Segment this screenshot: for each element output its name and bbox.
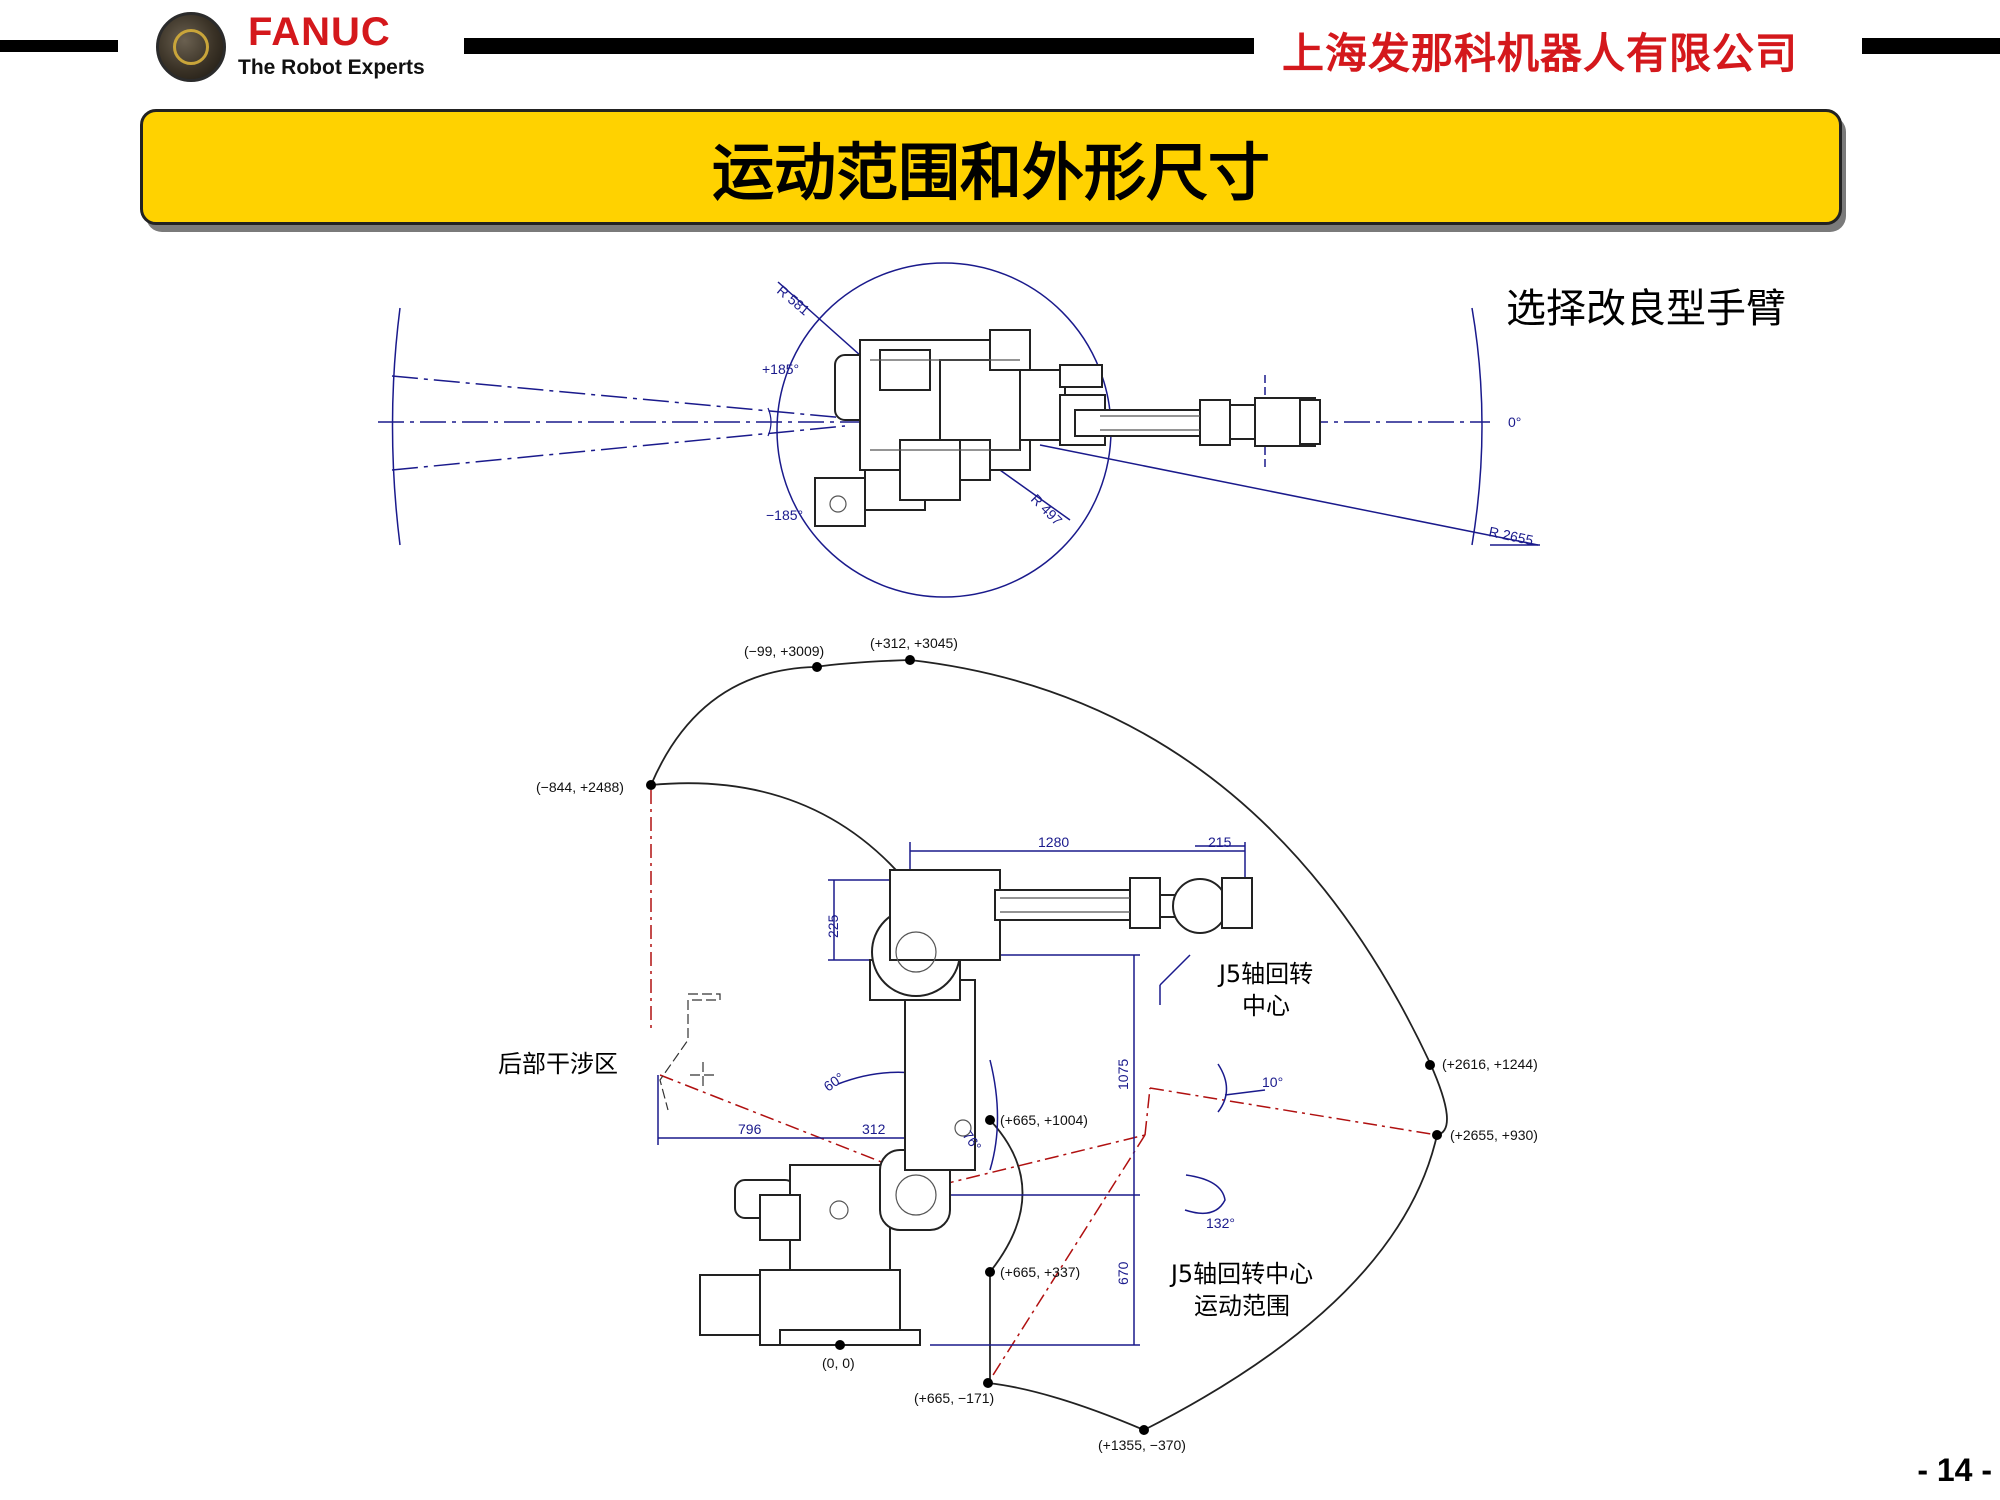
- dim-225: 225: [825, 914, 841, 938]
- header-rule-left: [0, 40, 118, 52]
- coordinate-labels: (−99, +3009) (+312, +3045) (−844, +2488)…: [536, 635, 1538, 1453]
- dim-1280: 1280: [1038, 834, 1069, 850]
- coord-label-p6: (+665, +1004): [1000, 1112, 1088, 1128]
- point-marker: [835, 1340, 845, 1350]
- point-marker: [983, 1378, 993, 1388]
- coord-label-p8: (0, 0): [822, 1355, 855, 1371]
- rear-interference-label-text: 后部干涉区: [498, 1050, 618, 1078]
- dim-215: 215: [1208, 834, 1232, 850]
- angle-10: 10°: [1262, 1074, 1283, 1090]
- top-view-robot-icon: [814, 329, 1321, 527]
- rear-interference-label: 后部干涉区: [498, 1048, 638, 1080]
- arm-option-label: 选择改良型手臂: [1506, 286, 1786, 332]
- coord-label-p3: (−844, +2488): [536, 779, 624, 795]
- dim-670: 670: [1115, 1261, 1131, 1285]
- coord-label-p4: (+2616, +1244): [1442, 1056, 1538, 1072]
- point-marker: [905, 655, 915, 665]
- point-marker: [1432, 1130, 1442, 1140]
- point-marker: [812, 662, 822, 672]
- point-marker: [1425, 1060, 1435, 1070]
- dim-1075: 1075: [1115, 1059, 1131, 1090]
- j5-range-label-line2: 运动范围: [1194, 1292, 1290, 1320]
- top-view-angle-pos: +185°: [762, 361, 799, 377]
- dimension-lines: [657, 842, 1266, 1346]
- j5-center-label-line2: 中心: [1242, 992, 1290, 1020]
- header-rule-middle: [464, 38, 1254, 54]
- j5-range-label: J5轴回转中心 运动范围: [1162, 1258, 1322, 1322]
- dimension-labels: 1280 215 225 1075 670 796 312 60° 76° 10…: [738, 834, 1283, 1285]
- dim-796: 796: [738, 1121, 762, 1137]
- angle-60: 60°: [821, 1069, 848, 1094]
- rear-interference-zone: [659, 993, 721, 1111]
- company-name: 上海发那科机器人有限公司: [1282, 29, 1799, 78]
- brand-tagline: The Robot Experts: [238, 56, 425, 79]
- angle-132: 132°: [1206, 1215, 1235, 1231]
- point-marker: [646, 780, 656, 790]
- dim-312: 312: [862, 1121, 886, 1137]
- page-title: 运动范围和外形尺寸: [711, 136, 1270, 209]
- coord-label-p9: (+665, −171): [914, 1390, 994, 1406]
- page-number: - 14 -: [1917, 1452, 1992, 1488]
- coord-label-p2: (+312, +3045): [870, 635, 958, 651]
- header-rule-right: [1862, 38, 2000, 54]
- coordinate-points: [646, 655, 1442, 1435]
- point-marker: [1139, 1425, 1149, 1435]
- brand-name: FANUC: [248, 10, 391, 54]
- j5-center-label-line1: J5轴回转: [1218, 960, 1314, 988]
- fanuc-logo-icon: [156, 12, 226, 82]
- j5-center-label: J5轴回转 中心: [1206, 958, 1326, 1022]
- point-marker: [985, 1267, 995, 1277]
- j5-range-label-line1: J5轴回转中心: [1170, 1260, 1314, 1288]
- coord-label-p5: (+2655, +930): [1450, 1127, 1538, 1143]
- top-view-angle-zero: 0°: [1508, 414, 1521, 430]
- coord-label-p1: (−99, +3009): [744, 643, 824, 659]
- title-banner: 运动范围和外形尺寸: [140, 109, 1842, 225]
- coord-label-p10: (+1355, −370): [1098, 1437, 1186, 1453]
- top-view-outer-arc-right: [1471, 307, 1483, 546]
- top-view-r2655-line: [1039, 444, 1539, 546]
- side-view-robot-icon: [699, 869, 1253, 1346]
- coord-label-p7: (+665, +337): [1000, 1264, 1080, 1280]
- top-view-angle-neg: −185°: [766, 507, 803, 523]
- top-view-outer-arc-left: [391, 307, 401, 546]
- point-marker: [985, 1115, 995, 1125]
